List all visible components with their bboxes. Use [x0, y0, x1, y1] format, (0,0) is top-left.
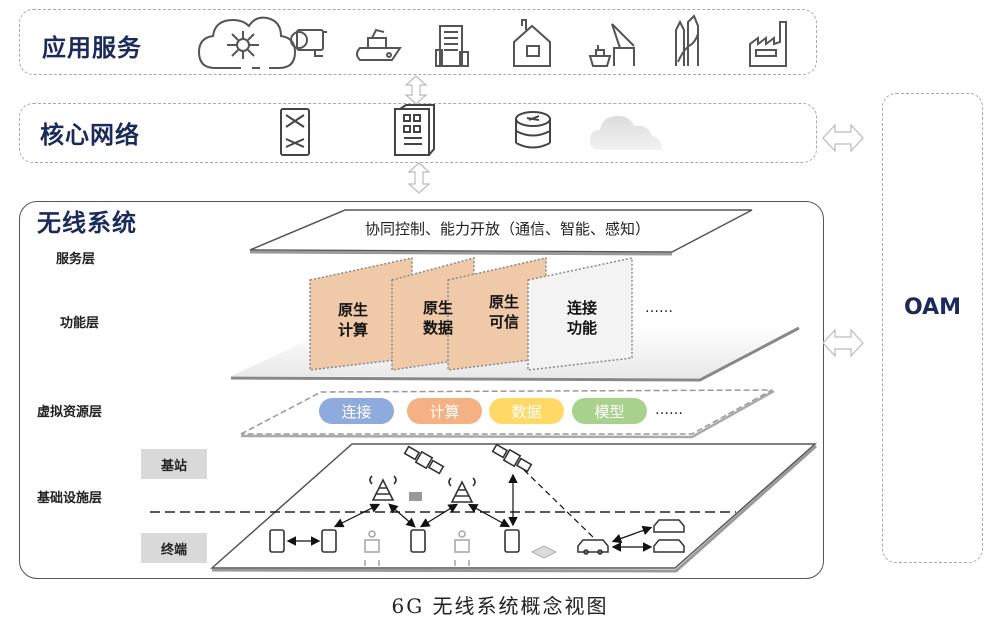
card-line2: 可信 [488, 313, 519, 331]
satellite-car-link [523, 469, 595, 539]
oam-label: OAM [903, 295, 962, 320]
car-icon [653, 539, 685, 553]
app-service-title: 应用服务 [42, 34, 142, 62]
cloud-network-icon [197, 16, 297, 69]
link-arrow [333, 503, 381, 528]
server-rack-icon [394, 104, 435, 156]
chip-icon [530, 545, 558, 559]
service-layer-label: 服务层 [56, 252, 96, 267]
function-ellipsis: …… [645, 300, 673, 316]
terminal-tag: 终端 [141, 533, 207, 563]
phone-icon [410, 529, 426, 553]
camera-icon [290, 29, 327, 57]
function-card-shape [527, 257, 633, 371]
resource-pill-compute: 计算 [407, 398, 482, 424]
factory-icon [749, 21, 787, 67]
virtual-resource-layer-label: 虚拟资源层 [37, 405, 103, 420]
link-arrow [611, 525, 653, 544]
resource-pill-model: 模型 [572, 398, 647, 424]
service-plane [249, 209, 753, 256]
card-line2: 功能 [566, 319, 597, 337]
function-card-native-compute: 原生计算 [323, 300, 383, 340]
building-icon [435, 25, 469, 67]
ship-icon [356, 28, 402, 61]
port-icon [588, 23, 635, 67]
base-station-tag: 基站 [141, 449, 207, 479]
resource-pill-data: 数据 [489, 398, 564, 424]
resource-pill-connection: 连接 [319, 398, 394, 424]
satellite-icon [491, 443, 533, 473]
link-arrow [388, 503, 416, 528]
infrastructure-plane [150, 443, 817, 573]
card-line2: 计算 [337, 321, 368, 339]
switch-icon [280, 108, 310, 156]
leftright-arrow-wireless-oam [822, 328, 864, 358]
leftright-arrow-core-oam [822, 123, 864, 153]
phone-icon [321, 529, 337, 553]
core-network-title: 核心网络 [40, 121, 140, 149]
function-card-native-trust: 原生可信 [474, 292, 534, 332]
card-line1: 连接 [566, 299, 597, 317]
updown-arrow-app-core [404, 75, 428, 105]
phone-icon [269, 529, 285, 553]
phone-icon [504, 529, 520, 553]
wireless-system-box [19, 201, 824, 579]
figure-caption: 6G 无线系统概念视图 [391, 594, 609, 618]
card-line2: 数据 [422, 319, 453, 337]
city-icon [675, 14, 699, 66]
link-arrow [419, 503, 459, 528]
robot-icon [364, 530, 380, 566]
function-layer-label: 功能层 [60, 316, 100, 331]
core-network-box [19, 103, 817, 163]
updown-arrow-core-wireless [407, 162, 431, 194]
function-cards [309, 257, 633, 371]
card-line1: 原生 [488, 293, 519, 311]
function-card-native-data: 原生数据 [408, 298, 468, 338]
resource-ellipsis: …… [655, 402, 683, 418]
oam-box [882, 93, 983, 563]
satellite-icon [403, 445, 445, 475]
router-icon [515, 111, 551, 149]
card-line1: 原生 [337, 301, 368, 319]
car-icon [653, 519, 685, 533]
house-icon [513, 19, 551, 67]
base-station-tower-icon [369, 475, 397, 501]
cloud-icon [590, 116, 662, 150]
infrastructure-layer-label: 基础设施层 [37, 491, 103, 506]
service-plane-text: 协同控制、能力开放（通信、智能、感知） [365, 220, 651, 238]
function-card-connection: 连接功能 [552, 298, 612, 338]
base-station-tower-icon [448, 477, 476, 503]
small-cell-icon [409, 492, 422, 501]
car-icon [577, 539, 609, 555]
robot-icon [454, 530, 470, 566]
wireless-system-title: 无线系统 [37, 209, 137, 237]
link-arrow [467, 503, 511, 528]
app-service-box [19, 9, 817, 75]
card-line1: 原生 [422, 299, 453, 317]
